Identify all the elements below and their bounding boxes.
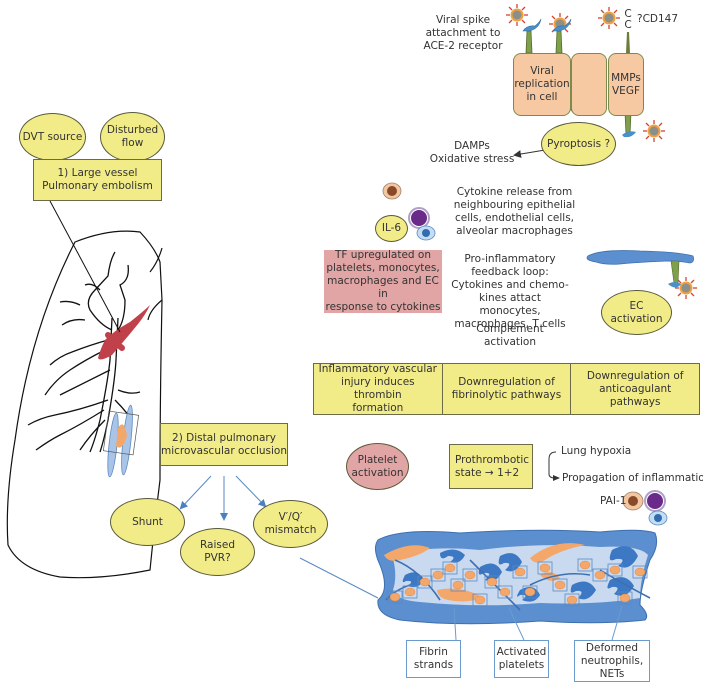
virus-icon: [597, 6, 621, 30]
cd147-receptor-icon: [626, 32, 630, 53]
platelet-icon: [524, 587, 536, 597]
platelet-box: [592, 568, 608, 582]
shunt-ellipse: Shunt: [110, 498, 185, 546]
lymphocyte-icon: [648, 510, 668, 526]
cd147-mark: C: [624, 8, 632, 20]
platelet-icon: [539, 563, 551, 573]
platelet-icon: [444, 563, 456, 573]
mmps-vegf-cell: MMPs VEGF: [608, 53, 644, 116]
embolus-icon: [98, 305, 150, 360]
platelet-icon: [634, 567, 646, 577]
endothelial-cell-icon: [586, 250, 694, 265]
platelets-group: [387, 558, 648, 607]
damps-label: DAMPs Oxidative stress: [429, 140, 515, 165]
pathway-thrombin: Inflammatory vascular injury induces thr…: [314, 363, 443, 414]
infected-cell: [571, 53, 607, 116]
receptor-head-icon: [622, 131, 636, 138]
viral-replication-cell: Viral replication in cell: [513, 53, 571, 116]
deformed-neutrophils-label: Deformed neutrophils, NETs: [574, 640, 650, 682]
complement-activation-label: Complement activation: [476, 323, 544, 348]
platelet-box: [472, 593, 488, 607]
fibrin-strands-label: Fibrin strands: [406, 640, 461, 678]
platelet-box: [537, 561, 553, 575]
platelet-icon: [609, 565, 621, 575]
platelet-box: [417, 575, 433, 589]
platelet-icon: [514, 567, 526, 577]
monocyte-icon: [382, 182, 402, 200]
lung-hypoxia-label: Lung hypoxia: [561, 445, 632, 457]
platelet-box: [402, 585, 418, 599]
platelet-activation-ellipse: Platelet activation: [346, 443, 409, 490]
platelet-box: [484, 575, 500, 589]
tf-upregulated-box: TF upregulated on platelets, monocytes, …: [324, 249, 442, 313]
large-vessel-pe-box: 1) Large vessel Pulmonary embolism: [33, 159, 162, 201]
platelet-icon: [452, 580, 464, 590]
vq-mismatch-ellipse: V′/Q′ mismatch: [253, 500, 328, 548]
platelet-icon: [486, 577, 498, 587]
pathway-anticoagulant: Downregulation of anticoagulant pathways: [586, 369, 684, 408]
distal-occlusion-box: 2) Distal pulmonary microvascular occlus…: [160, 423, 288, 466]
lung-outline: [6, 230, 163, 579]
platelet-icon: [499, 587, 511, 597]
platelet-icon: [619, 593, 631, 603]
pyroptosis-ellipse: Pyroptosis ?: [541, 122, 616, 166]
platelet-box: [552, 578, 568, 592]
platelet-box: [632, 565, 648, 579]
platelet-box: [387, 590, 403, 604]
platelet-icon: [579, 560, 591, 570]
cd147-mark: C: [624, 19, 632, 31]
bronchial-tree: [27, 251, 141, 453]
platelet-box: [442, 561, 458, 575]
microvessel-inset-icon: [102, 404, 140, 478]
platelet-icon: [404, 587, 416, 597]
virus-icon: [642, 119, 666, 143]
platelet-box: [577, 558, 593, 572]
neutrophil-icon: [644, 490, 666, 512]
prothrombotic-state-box: Prothrombotic state → 1+2: [449, 444, 533, 489]
platelet-box: [462, 568, 478, 582]
pathways-table: Inflammatory vascular injury induces thr…: [313, 363, 700, 415]
platelet-box: [512, 565, 528, 579]
disturbed-flow-ellipse: Disturbed flow: [100, 112, 165, 162]
pathway-fibrinolytic: Downregulation of fibrinolytic pathways: [443, 364, 572, 414]
platelet-icon: [389, 592, 401, 602]
cd147-label: ?CD147: [637, 13, 679, 25]
platelet-icon: [432, 570, 444, 580]
platelet-icon: [464, 570, 476, 580]
platelet-box: [430, 568, 446, 582]
platelet-icon: [474, 595, 486, 605]
platelet-box: [497, 585, 513, 599]
platelet-icon: [419, 577, 431, 587]
platelet-icon: [554, 580, 566, 590]
feedback-loop-label: Pro-inflammatory feedback loop: Cytokine…: [451, 253, 569, 330]
connector-line: [49, 200, 121, 333]
ace2-receptor-icon: [522, 18, 542, 54]
platelet-box: [450, 578, 466, 592]
raised-pvr-ellipse: Raised PVR?: [180, 528, 255, 576]
propagation-label: Propagation of inflammation: [562, 472, 703, 484]
neutrophil-icon: [408, 207, 430, 229]
platelet-box: [564, 593, 580, 607]
ec-activation-ellipse: EC activation: [601, 290, 672, 335]
monocyte-icon: [622, 491, 644, 511]
platelet-icon: [566, 595, 578, 605]
il6-ellipse: IL-6: [375, 215, 408, 242]
platelet-icon: [594, 570, 606, 580]
pai1-label: PAI-1: [600, 495, 627, 507]
activated-platelets-label: Activated platelets: [494, 640, 549, 678]
platelet-box: [617, 591, 633, 605]
dvt-source-ellipse: DVT source: [19, 113, 86, 161]
platelet-box: [522, 585, 538, 599]
platelet-box: [607, 563, 623, 577]
lymphocyte-icon: [416, 225, 436, 241]
damps-arrow: [513, 149, 546, 158]
spike-attachment-label: Viral spike attachment to ACE-2 receptor: [423, 14, 503, 52]
cytokine-release-label: Cytokine release from neighbouring epith…: [453, 186, 576, 237]
